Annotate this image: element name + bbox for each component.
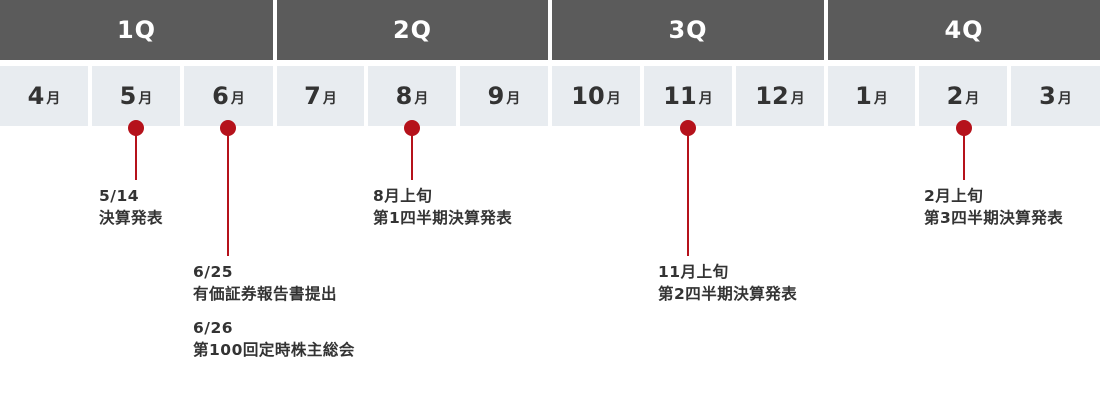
month-unit: 月 bbox=[322, 91, 337, 107]
month-unit: 月 bbox=[698, 91, 713, 107]
event-title: 第3四半期決算発表 bbox=[924, 209, 1064, 227]
month-number: 10 bbox=[571, 82, 605, 110]
event-date: 11月上旬 bbox=[658, 263, 729, 281]
event-label-february: 2月上旬 第3四半期決算発表 bbox=[924, 185, 1063, 229]
event-connector-line bbox=[227, 128, 229, 256]
month-number: 12 bbox=[755, 82, 789, 110]
month-number: 9 bbox=[487, 82, 505, 110]
month-number: 11 bbox=[663, 82, 697, 110]
quarter-4q: 4Q bbox=[828, 0, 1100, 60]
month-number: 1 bbox=[855, 82, 872, 110]
event-label-november: 11月上旬 第2四半期決算発表 bbox=[658, 261, 797, 305]
event-marker-dot bbox=[220, 120, 236, 136]
event-connector-line bbox=[963, 128, 965, 180]
event-connector-line bbox=[135, 128, 137, 180]
event-title: 第1四半期決算発表 bbox=[373, 209, 513, 227]
event-connector-line bbox=[687, 128, 689, 256]
month-number: 5 bbox=[119, 82, 137, 110]
month-unit: 月 bbox=[414, 91, 429, 107]
quarter-label: 3Q bbox=[668, 16, 708, 44]
month-unit: 月 bbox=[46, 91, 61, 107]
month-number: 3 bbox=[1039, 82, 1056, 110]
event-date: 8月上旬 bbox=[373, 187, 433, 205]
event-date: 2月上旬 bbox=[924, 187, 984, 205]
event-label-june: 6/25 有価証券報告書提出 6/26 第100回定時株主総会 bbox=[193, 261, 355, 361]
event-marker-dot bbox=[404, 120, 420, 136]
month-unit: 月 bbox=[873, 91, 888, 107]
quarter-label: 4Q bbox=[944, 16, 984, 44]
quarter-label: 1Q bbox=[116, 16, 157, 44]
month-unit: 月 bbox=[230, 91, 245, 107]
event-marker-dot bbox=[680, 120, 696, 136]
month-number: 2 bbox=[946, 82, 964, 110]
quarter-3q: 3Q bbox=[552, 0, 824, 60]
quarter-label: 2Q bbox=[392, 16, 433, 44]
event-title: 有価証券報告書提出 bbox=[193, 285, 338, 303]
month-number: 6 bbox=[212, 82, 229, 110]
month-number: 7 bbox=[304, 82, 321, 110]
month-unit: 月 bbox=[138, 91, 153, 107]
event-label-may: 5/14 決算発表 bbox=[99, 185, 163, 229]
event-date: 6/25 bbox=[193, 263, 234, 281]
event-marker-dot bbox=[128, 120, 144, 136]
quarter-2q: 2Q bbox=[277, 0, 548, 60]
month-unit: 月 bbox=[1057, 91, 1072, 107]
month-unit: 月 bbox=[965, 91, 980, 107]
event-date: 5/14 bbox=[99, 187, 140, 205]
month-unit: 月 bbox=[790, 91, 805, 107]
event-label-august: 8月上旬 第1四半期決算発表 bbox=[373, 185, 512, 229]
month-unit: 月 bbox=[506, 91, 521, 107]
event-marker-dot bbox=[956, 120, 972, 136]
event-title: 決算発表 bbox=[99, 209, 164, 227]
event-title: 第100回定時株主総会 bbox=[193, 341, 355, 359]
quarter-1q: 1Q bbox=[0, 0, 273, 60]
event-date: 6/26 bbox=[193, 319, 234, 337]
event-connector-line bbox=[411, 128, 413, 180]
event-title: 第2四半期決算発表 bbox=[658, 285, 798, 303]
month-number: 8 bbox=[395, 82, 413, 110]
month-unit: 月 bbox=[606, 91, 621, 107]
month-number: 4 bbox=[27, 82, 45, 110]
